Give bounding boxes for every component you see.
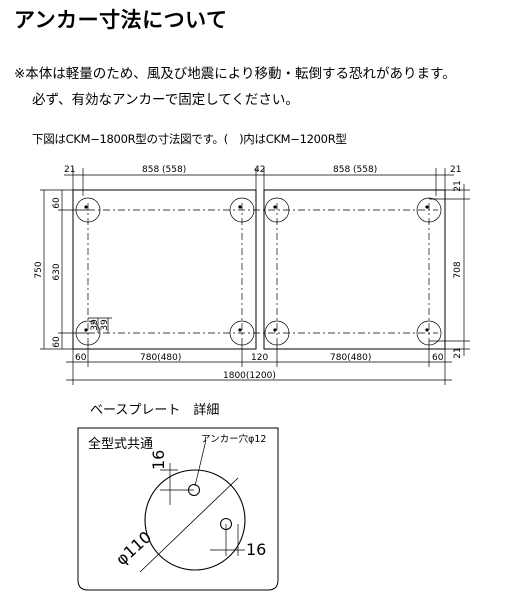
diameter-label: φ110 — [112, 527, 155, 569]
dim-right-top: 21 — [453, 180, 463, 191]
dim-left-middle: 630 — [52, 263, 62, 280]
dim-top-right-span: 858 (558) — [333, 165, 377, 175]
dim-detail-a: 39 — [90, 319, 100, 331]
dim-left-overall: 750 — [34, 261, 44, 278]
dim-top-left-margin: 21 — [64, 165, 75, 175]
page-title: アンカー寸法について — [14, 8, 228, 32]
dim-top-right-margin: 21 — [450, 165, 461, 175]
dim-bottom-left-edge: 60 — [75, 353, 87, 363]
dim-detail-b: 39 — [100, 319, 110, 331]
dim-top-left-span: 858 (558) — [142, 165, 186, 175]
dim-left-top: 60 — [52, 197, 62, 209]
dim-bottom-center: 120 — [251, 353, 268, 363]
dim-right-bottom: 21 — [453, 347, 463, 358]
warning-note: ※本体は軽量のため、風及び地震により移動・転倒する恐れがあります。 — [14, 66, 456, 82]
dim-bottom-right-edge: 60 — [432, 353, 444, 363]
instruction-note: 必ず、有効なアンカーで固定してください。 — [32, 92, 299, 108]
dim-left-bottom: 60 — [52, 336, 62, 348]
dim-bottom-right-span: 780(480) — [330, 353, 371, 363]
dim-top-center-gap: 42 — [254, 165, 265, 175]
dim-right-overall: 708 — [453, 261, 463, 278]
offset-right-label: 16 — [246, 540, 266, 559]
offset-top-label: 16 — [149, 450, 168, 470]
detail-title: ベースプレート 詳細 — [90, 402, 219, 418]
dim-bottom-overall: 1800(1200) — [223, 371, 276, 381]
dim-bottom-left-span: 780(480) — [140, 353, 181, 363]
diagram-caption: 下図はCKM−1800R型の寸法図です。( )内はCKM−1200R型 — [32, 132, 347, 146]
anchor-hole-label: アンカー穴φ12 — [201, 433, 266, 445]
detail-subtitle: 全型式共通 — [88, 436, 153, 452]
